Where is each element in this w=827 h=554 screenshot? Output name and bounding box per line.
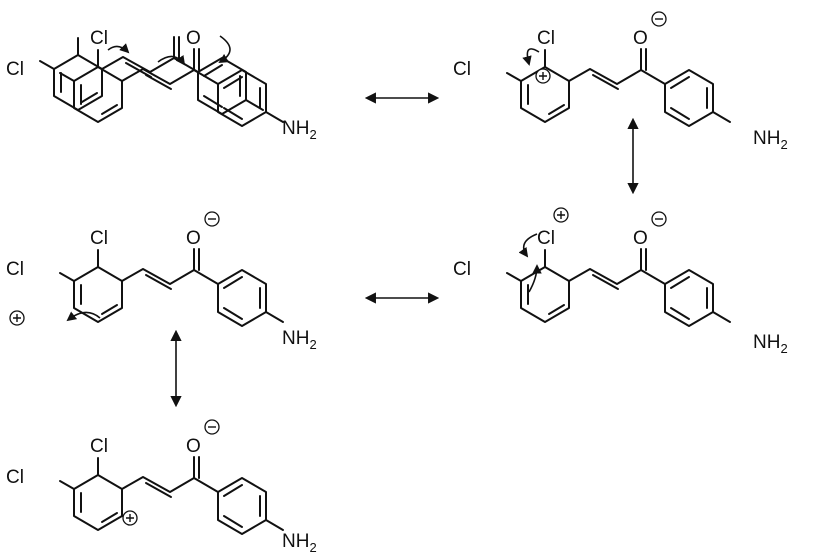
positive-charge-icon bbox=[535, 68, 551, 84]
negative-charge-icon bbox=[651, 211, 667, 227]
structure-chalcone-neutral: Cl Cl O NH2 bbox=[6, 28, 317, 142]
cl-label-meta: Cl bbox=[453, 259, 471, 280]
oxygen-label: O bbox=[186, 436, 201, 457]
negative-charge-icon bbox=[204, 211, 220, 227]
amine-label: NH2 bbox=[282, 118, 317, 142]
structure-resonance-form-2: Cl Cl O NH2 bbox=[453, 11, 788, 152]
oxygen-label: O bbox=[633, 228, 648, 249]
structure-resonance-form-4: Cl Cl O NH2 bbox=[6, 211, 317, 352]
cl-label-meta: Cl bbox=[6, 467, 24, 488]
amine-label: NH2 bbox=[753, 128, 788, 152]
amine-label: NH2 bbox=[282, 328, 317, 352]
positive-charge-icon bbox=[553, 207, 569, 223]
positive-charge-icon bbox=[122, 510, 138, 526]
oxygen-label: O bbox=[186, 28, 201, 49]
cl-label-meta: Cl bbox=[6, 259, 24, 280]
cl-label-ortho: Cl bbox=[90, 436, 108, 457]
structure-resonance-form-5: Cl Cl O NH2 bbox=[6, 419, 317, 554]
cl-label-meta: Cl bbox=[6, 59, 24, 80]
curly-arrow-2 bbox=[157, 54, 186, 66]
curly-arrow-1 bbox=[107, 43, 130, 54]
curly-arrow-2 bbox=[528, 264, 542, 293]
curly-arrow-1 bbox=[522, 48, 540, 66]
cl-label-meta: Cl bbox=[453, 59, 471, 80]
positive-charge-icon bbox=[9, 310, 25, 326]
curly-arrow-3 bbox=[218, 35, 231, 63]
oxygen-label: O bbox=[633, 28, 648, 49]
cl-label-ortho: Cl bbox=[537, 28, 555, 49]
amine-label: NH2 bbox=[753, 332, 788, 356]
curly-arrow-1 bbox=[518, 233, 538, 258]
negative-charge-icon bbox=[651, 11, 667, 27]
cl-label-ortho: Cl bbox=[90, 28, 108, 49]
cl-label-ortho: Cl bbox=[90, 228, 108, 249]
structure-resonance-form-3: Cl Cl O NH2 bbox=[453, 207, 788, 356]
curly-arrow-1 bbox=[66, 311, 101, 322]
amine-label: NH2 bbox=[282, 531, 317, 554]
negative-charge-icon bbox=[204, 419, 220, 435]
oxygen-label: O bbox=[186, 228, 201, 249]
cl-label-ortho: Cl bbox=[537, 228, 555, 249]
